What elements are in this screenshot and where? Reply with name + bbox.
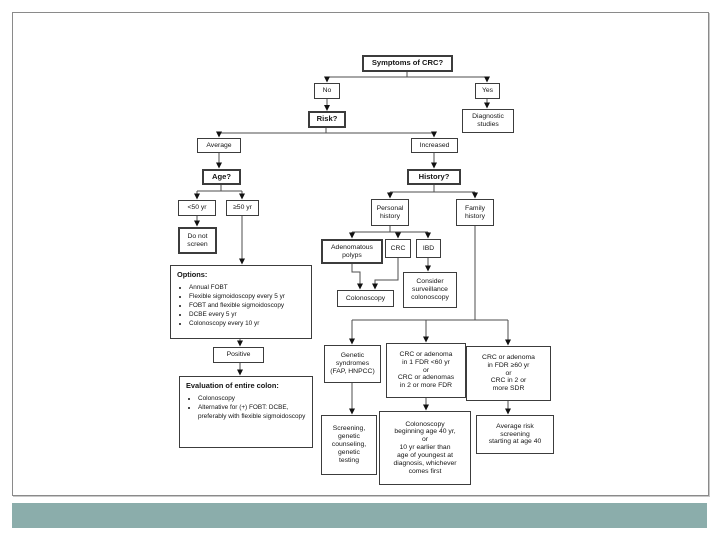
node-crc: CRC bbox=[385, 239, 411, 258]
node-personal-history: Personal history bbox=[371, 199, 409, 226]
bullet-item: Colonoscopy bbox=[198, 395, 307, 404]
bullet-item: Annual FOBT bbox=[189, 284, 306, 293]
bullet-item: DCBE every 5 yr bbox=[189, 311, 306, 320]
evaluation-title: Evaluation of entire colon: bbox=[186, 381, 279, 390]
node-crc-adenoma-older-fdr: CRC or adenoma in FDR ≥60 yr or CRC in 2… bbox=[466, 346, 551, 401]
node-diagnostic-studies: Diagnostic studies bbox=[462, 109, 514, 133]
options-box: Options: Annual FOBTFlexible sigmoidosco… bbox=[170, 265, 312, 339]
node-over-50yr: ≥50 yr bbox=[226, 200, 259, 216]
node-risk: Risk? bbox=[308, 111, 346, 128]
slide-accent-bar bbox=[12, 503, 707, 528]
node-average: Average bbox=[197, 138, 241, 153]
node-colonoscopy: Colonoscopy bbox=[337, 290, 394, 307]
node-family-history: Family history bbox=[456, 199, 494, 226]
node-colonoscopy-beginning-age-40: Colonoscopy beginning age 40 yr, or 10 y… bbox=[379, 411, 471, 485]
node-symptoms-of-crc: Symptoms of CRC? bbox=[362, 55, 453, 72]
node-age: Age? bbox=[202, 169, 241, 185]
options-title: Options: bbox=[177, 270, 208, 279]
node-ibd: IBD bbox=[416, 239, 441, 258]
node-adenomatous-polyps: Adenomatous polyps bbox=[321, 239, 383, 264]
node-screening-genetic-counseling: Screening, genetic counseling, genetic t… bbox=[321, 415, 377, 475]
bullet-item: Colonoscopy every 10 yr bbox=[189, 320, 306, 329]
node-yes: Yes bbox=[475, 83, 500, 99]
bullet-item: FOBT and flexible sigmoidoscopy bbox=[189, 302, 306, 311]
node-average-risk-screening-40: Average risk screening starting at age 4… bbox=[476, 415, 554, 454]
node-no: No bbox=[314, 83, 340, 99]
node-positive: Positive bbox=[213, 347, 264, 363]
bullet-item: Alternative for (+) FOBT: DCBE, preferab… bbox=[198, 404, 307, 422]
node-increased: Increased bbox=[411, 138, 458, 153]
bullet-item: Flexible sigmoidoscopy every 5 yr bbox=[189, 293, 306, 302]
evaluation-box: Evaluation of entire colon: ColonoscopyA… bbox=[179, 376, 313, 448]
evaluation-list: ColonoscopyAlternative for (+) FOBT: DCB… bbox=[198, 395, 307, 422]
node-do-not-screen: Do not screen bbox=[178, 227, 217, 254]
options-list: Annual FOBTFlexible sigmoidoscopy every … bbox=[189, 284, 306, 329]
node-crc-adenoma-young-fdr: CRC or adenoma in 1 FDR <60 yr or CRC or… bbox=[386, 343, 466, 398]
node-history: History? bbox=[407, 169, 461, 185]
node-consider-surveillance-colonoscopy: Consider surveillance colonoscopy bbox=[403, 272, 457, 308]
node-under-50yr: <50 yr bbox=[178, 200, 216, 216]
node-genetic-syndromes: Genetic syndromes (FAP, HNPCC) bbox=[324, 345, 381, 383]
